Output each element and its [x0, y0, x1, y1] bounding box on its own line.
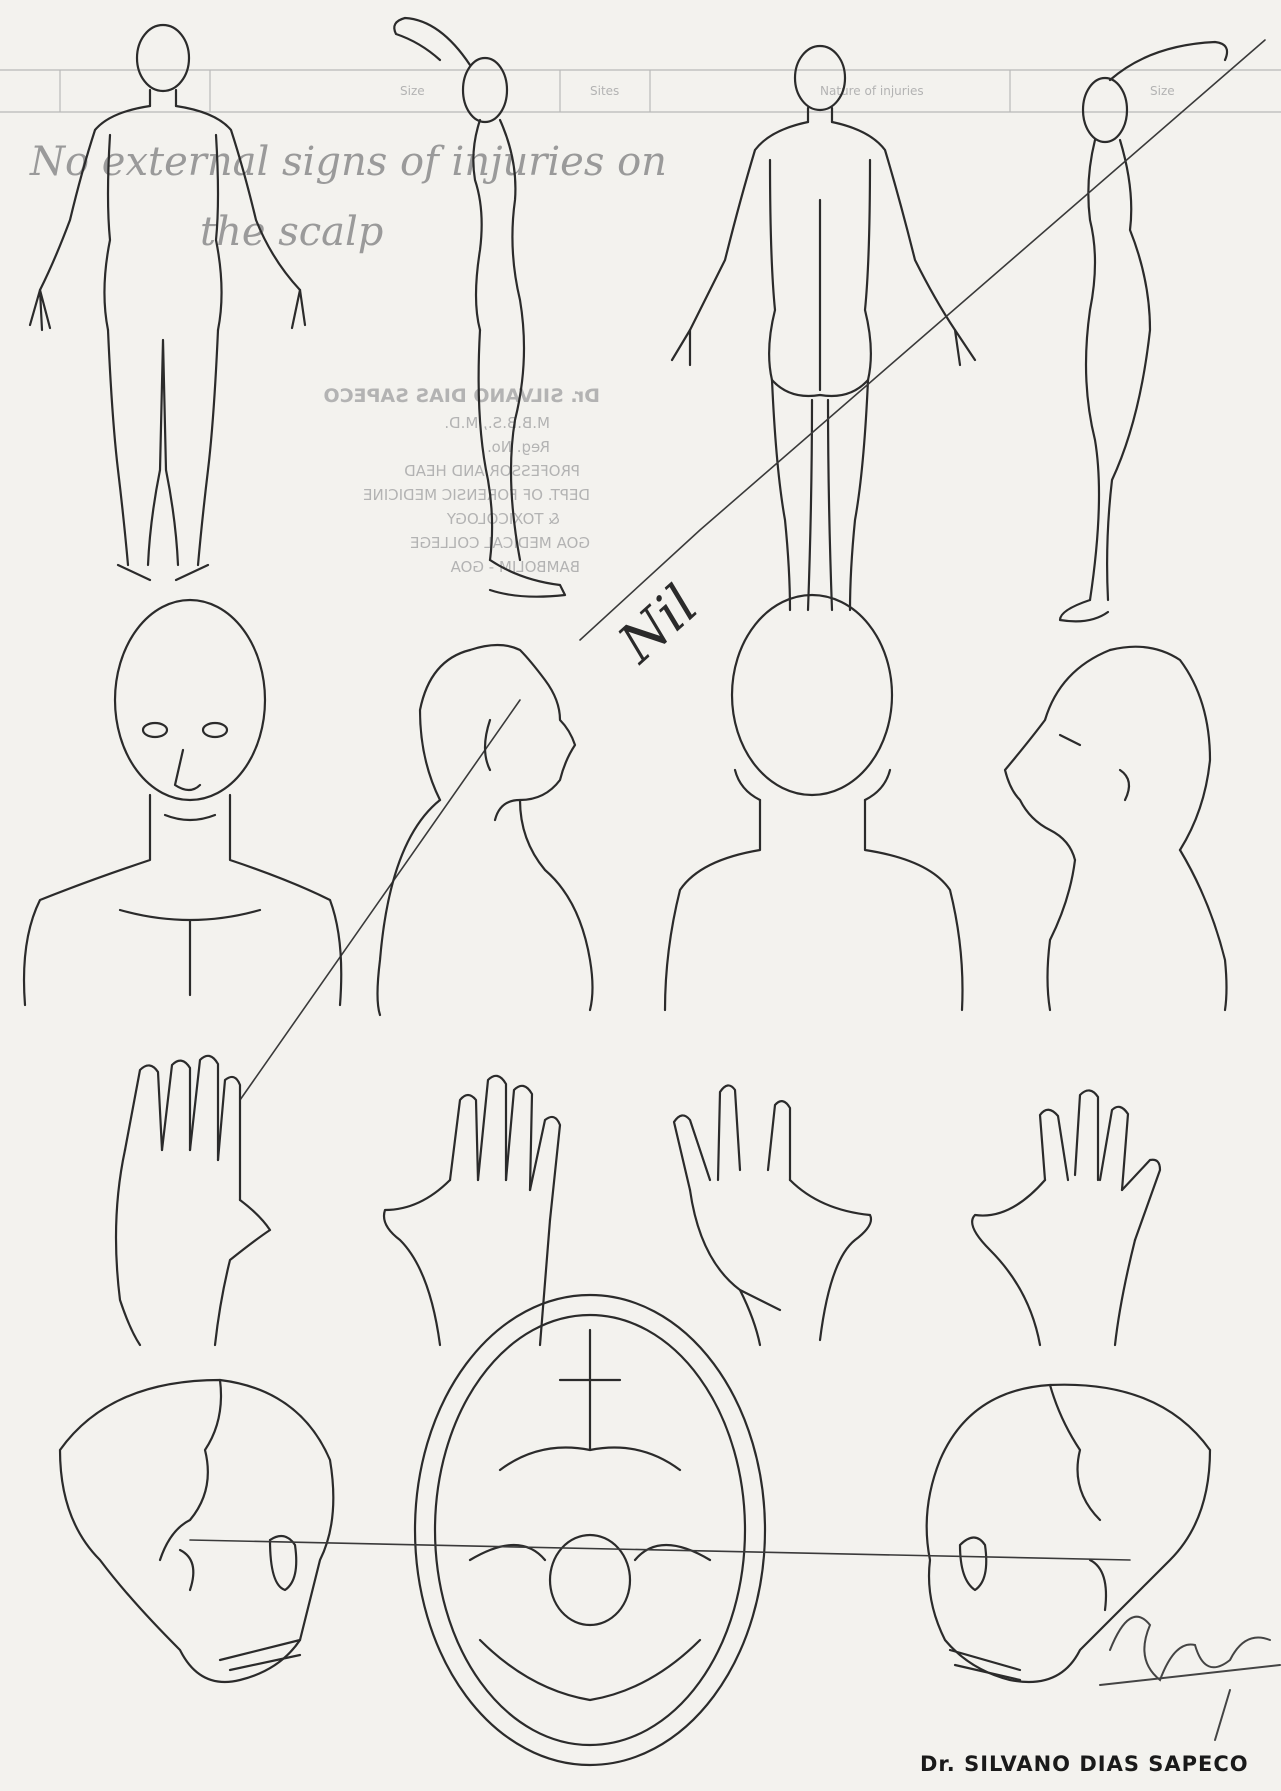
head-front-view — [24, 600, 341, 1005]
nil-mark-text: Nil — [605, 573, 709, 676]
stamp-line-1: Dr. SILVANO DIAS SAPECO — [323, 385, 600, 407]
skull-lateral-right-view — [927, 1385, 1210, 1682]
stamp-line-5: DEPT. OF FORENSIC MEDICINE — [363, 486, 590, 504]
header-cell-sites: Sites — [590, 84, 619, 98]
body-right-side-raised-arm-figure — [1060, 42, 1227, 621]
hand-left-palm — [384, 1076, 560, 1345]
head-right-side-view — [1005, 647, 1227, 1010]
head-back-view — [665, 595, 963, 1010]
stamp-line-7: GOA MEDICAL COLLEGE — [410, 534, 590, 552]
stamp-line-3: Reg. No. — [487, 438, 550, 456]
hand-right-palm — [116, 1056, 270, 1345]
head-left-side-view — [378, 645, 593, 1015]
hand-right-back — [674, 1085, 871, 1345]
signature-scrawl — [1100, 1617, 1280, 1740]
note-line-1: No external signs of injuries on — [29, 139, 667, 185]
faint-stamp: Dr. SILVANO DIAS SAPECO M.B.B.S., M.D. R… — [323, 385, 600, 576]
skull-strike-line — [190, 1540, 1130, 1560]
body-front-figure — [30, 25, 305, 580]
faint-handwritten-note: No external signs of injuries on the sca… — [29, 139, 667, 255]
skull-lateral-left-view — [60, 1380, 333, 1682]
faint-header-table: Size Sites Nature of injuries Size — [0, 70, 1281, 112]
diagonal-nil-strike: Nil — [240, 40, 1265, 1100]
stamp-line-2: M.B.B.S., M.D. — [444, 414, 550, 432]
header-cell-nature: Nature of injuries — [820, 84, 924, 98]
stamp-line-4: PROFESSOR AND HEAD — [404, 462, 580, 480]
note-line-2: the scalp — [200, 209, 383, 255]
skull-base-axial-view — [415, 1295, 765, 1765]
header-cell-size-2: Size — [1150, 84, 1175, 98]
stamp-line-6: & TOXICOLOGY — [446, 510, 560, 528]
signatory-name: Dr. SILVANO DIAS SAPECO — [920, 1752, 1249, 1776]
header-cell-size: Size — [400, 84, 425, 98]
body-back-figure — [672, 46, 975, 610]
hand-left-back — [972, 1090, 1160, 1345]
